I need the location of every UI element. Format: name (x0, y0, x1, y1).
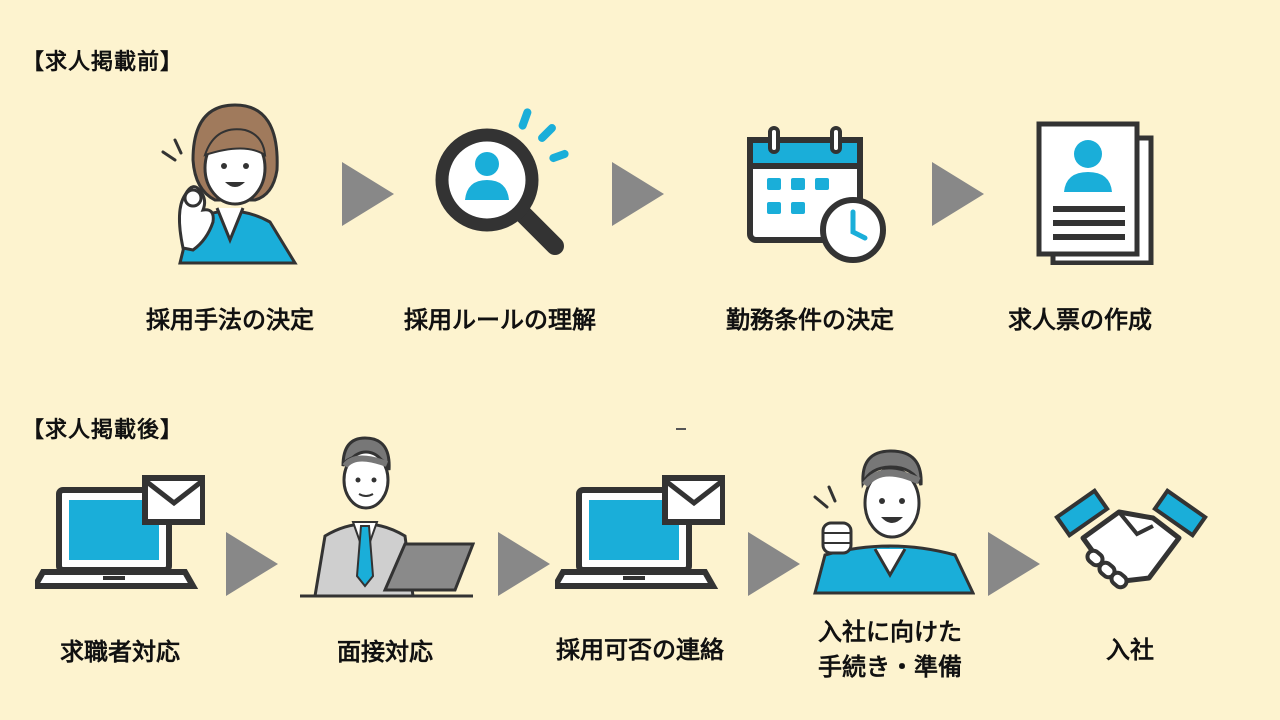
woman-ok-gesture-icon (161, 103, 298, 265)
stray-mark (676, 428, 686, 430)
step-hiring-rules: 採用ルールの理解 (380, 100, 620, 338)
flow-arrow (932, 162, 984, 226)
businessman-laptop-icon (300, 436, 475, 598)
step-label: 採用ルールの理解 (404, 306, 596, 334)
flow-arrow (342, 162, 394, 226)
flow-arrow (498, 532, 550, 596)
step-joining: 入社 (1045, 482, 1215, 668)
section-heading-after: 【求人掲載後】 (22, 418, 184, 443)
step-job-sheet: 求人票の作成 (960, 100, 1200, 338)
step-label: 採用可否の連絡 (556, 636, 724, 664)
step-label: 勤務条件の決定 (726, 306, 894, 334)
man-fist-pump-icon (813, 449, 975, 595)
laptop-mail-icon (35, 475, 205, 589)
step-label: 入社 (1106, 636, 1154, 664)
magnifier-person-icon (435, 108, 569, 255)
flow-arrow (988, 532, 1040, 596)
step-label: 求人票の作成 (1008, 306, 1152, 334)
step-hiring-decision-notice: 採用可否の連絡 (545, 470, 735, 668)
flow-arrow (612, 162, 664, 226)
step-work-conditions: 勤務条件の決定 (690, 100, 930, 338)
laptop-mail-icon (555, 475, 725, 589)
step-label-line: 手続き・準備 (818, 652, 962, 681)
job-sheet-icon (1036, 121, 1154, 265)
step-label-line: 入社に向けた (818, 618, 962, 646)
step-label: 採用手法の決定 (146, 306, 314, 334)
step-onboarding-preparation: 入社に向けた 手続き・準備 (800, 445, 980, 685)
step-interview: 面接対応 (295, 436, 475, 670)
step-label: 面接対応 (337, 638, 433, 666)
flow-arrow (226, 532, 278, 596)
calendar-clock-icon (747, 126, 886, 263)
flow-arrow (748, 532, 800, 596)
step-label-two-line: 入社に向けた 手続き・準備 (818, 615, 962, 685)
step-label: 求職者対応 (60, 638, 180, 666)
step-applicant-response: 求職者対応 (30, 470, 210, 670)
section-heading-before: 【求人掲載前】 (22, 50, 184, 75)
step-hiring-method: 採用手法の決定 (110, 100, 350, 338)
handshake-icon (1054, 488, 1208, 590)
